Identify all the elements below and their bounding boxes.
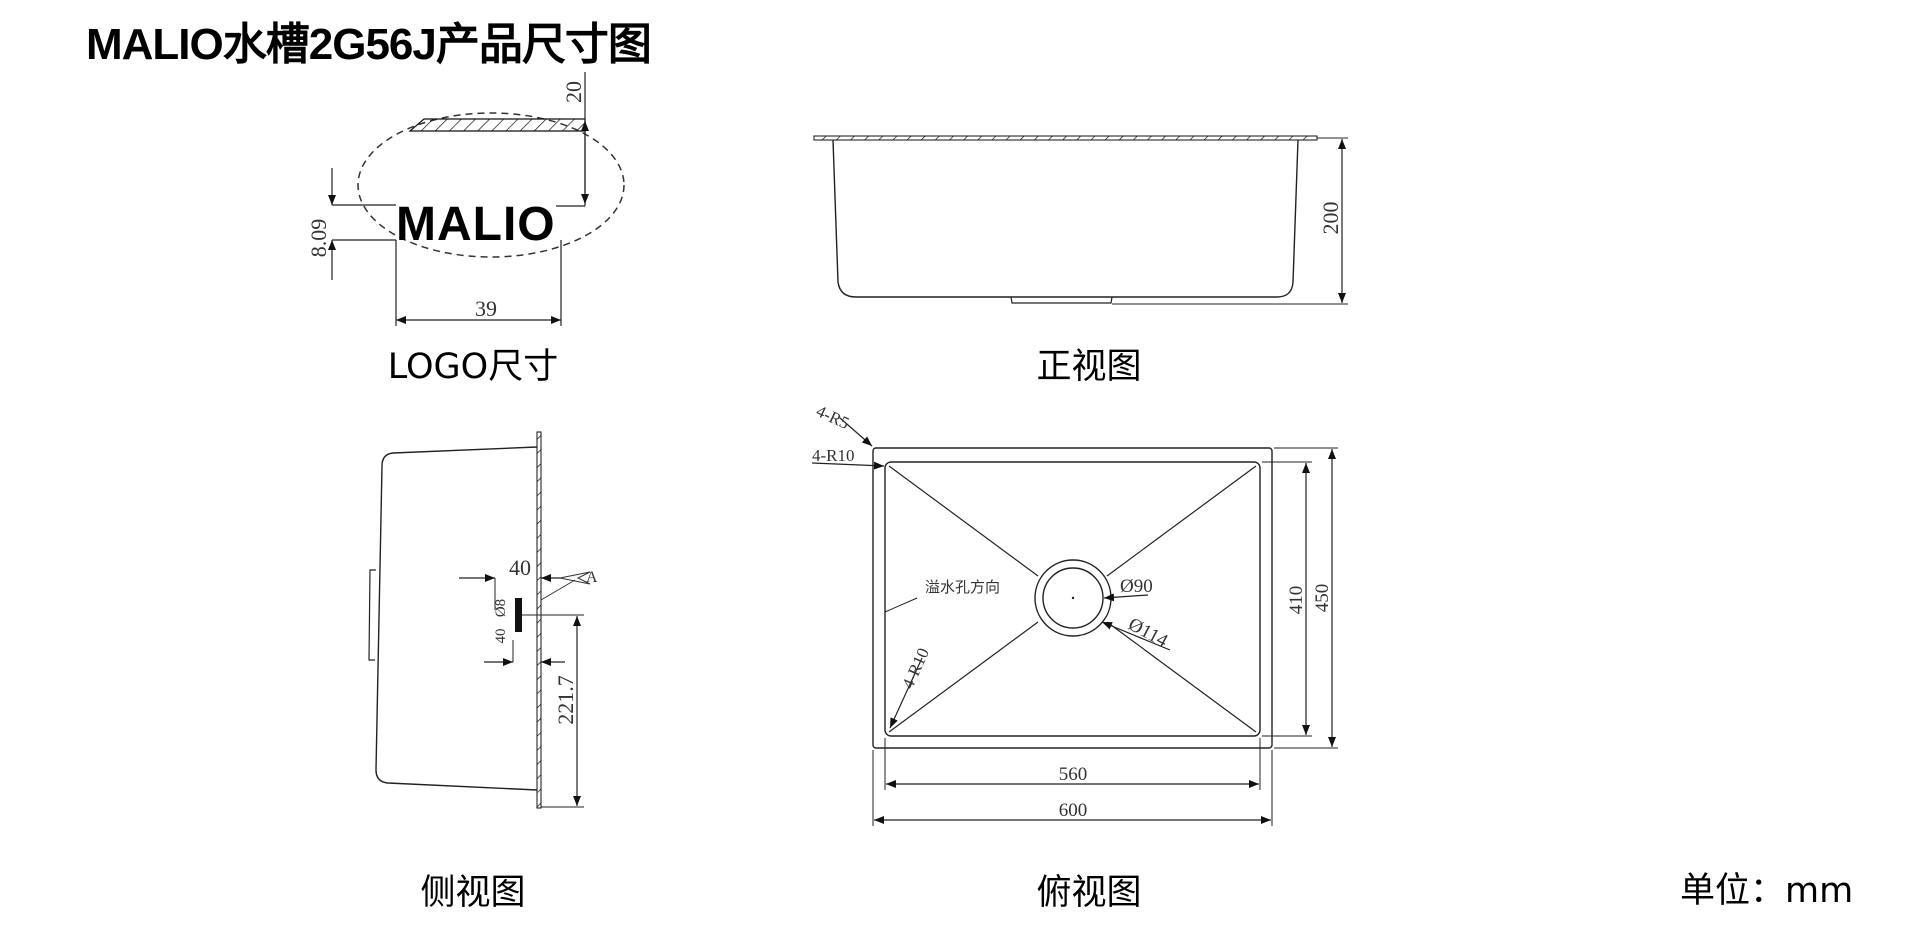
drain-outer-dia-label: Ø114: [1125, 614, 1172, 652]
drain-inner-circle: [1042, 567, 1104, 629]
dim-20-label: 20: [561, 81, 586, 103]
dim-8-09-label: 8.09: [306, 219, 331, 258]
overflow-dim-a-label: Ø8: [493, 599, 509, 617]
dim-39-label: 39: [475, 296, 497, 321]
logo-view-caption: LOGO尺寸: [387, 347, 559, 387]
overflow-dim-b-label: 40: [493, 629, 509, 644]
dim-560-label: 560: [1059, 764, 1088, 785]
overflow-hole: [515, 598, 522, 632]
side-flange: [536, 431, 542, 809]
side-drain: [368, 569, 376, 661]
malio-logo: MALIO: [396, 198, 556, 251]
side-bowl-outline: [375, 446, 538, 791]
top-inner-bowl: [884, 461, 1261, 737]
page-title: MALIO水槽2G56J产品尺寸图: [86, 20, 652, 69]
dim-600-label: 600: [1059, 800, 1088, 821]
dim-40-label: 40: [509, 555, 531, 580]
front-view-caption: 正视图: [1036, 347, 1142, 387]
logo-dashed-ellipse: [357, 112, 625, 258]
front-flange: [813, 135, 1318, 141]
front-drain: [1010, 296, 1113, 304]
inner-radius-label: 4-R10: [812, 446, 855, 465]
bottom-radius-label: 4-R10: [898, 645, 933, 692]
section-mark-label: A: [586, 569, 598, 586]
logo-view: 20 MALIO 8.09 39: [306, 72, 625, 326]
dim-450-label: 450: [1312, 584, 1333, 613]
overflow-direction-label: 溢水孔方向: [925, 578, 1000, 596]
drain-inner-dia-label: Ø90: [1120, 576, 1153, 597]
unit-label: 单位：mm: [1680, 871, 1854, 911]
dim-221-7-label: 221.7: [553, 675, 578, 725]
hatched-surface: [408, 118, 586, 132]
top-view: 4-R5 4-R10 4-R10 溢水孔方向 Ø90 Ø114 560 600 …: [811, 401, 1338, 826]
outer-radius-label: 4-R5: [813, 401, 852, 433]
side-view-caption: 侧视图: [420, 873, 526, 913]
front-view: 200: [813, 135, 1348, 305]
dim-410-label: 410: [1286, 586, 1307, 615]
dim-200-label: 200: [1318, 202, 1343, 235]
top-outer-rim: [872, 447, 1273, 749]
side-view: 40 A Ø8 40 221.7: [368, 431, 598, 809]
front-bowl-outline: [832, 139, 1299, 298]
top-view-caption: 俯视图: [1036, 873, 1142, 913]
